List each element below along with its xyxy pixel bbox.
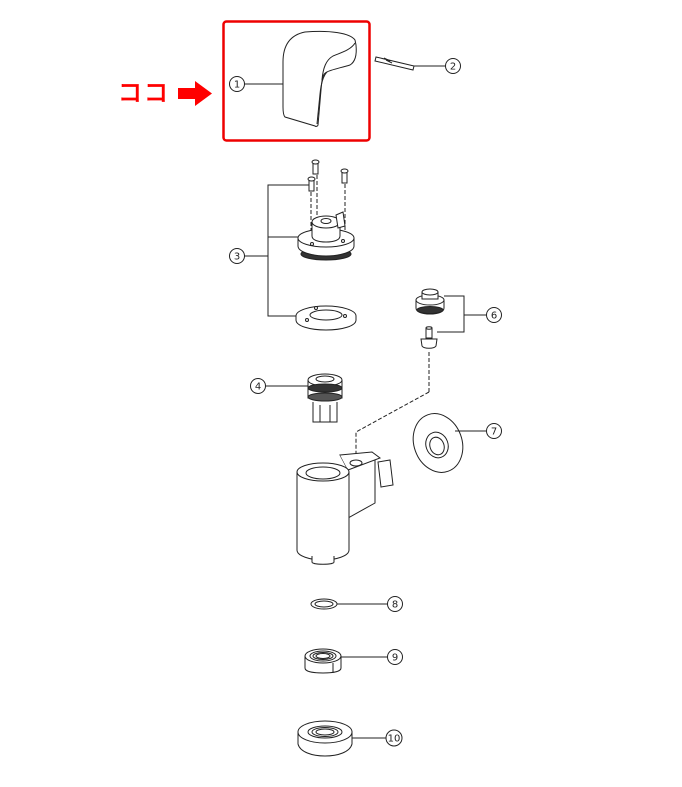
- callout-6: [437, 295, 502, 333]
- part-3-assembly[interactable]: [295, 159, 357, 331]
- part-7-escutcheon[interactable]: [405, 407, 471, 480]
- part-9-nut[interactable]: [304, 648, 342, 674]
- callout-9: 9: [341, 649, 403, 665]
- highlight-box: [222, 20, 371, 142]
- part-10-flange[interactable]: [297, 720, 353, 757]
- assembly-guide-line: [355, 391, 430, 458]
- svg-text:6: 6: [491, 311, 497, 322]
- part-5-body[interactable]: [296, 451, 394, 565]
- svg-text:7: 7: [491, 427, 497, 438]
- right-arrow-icon: [178, 81, 212, 106]
- part-6-plug[interactable]: [415, 288, 445, 392]
- svg-text:2: 2: [450, 62, 456, 73]
- svg-text:9: 9: [392, 653, 398, 664]
- callout-1: 1: [229, 76, 283, 92]
- callout-4: 4: [250, 378, 308, 394]
- callout-10: 10: [352, 729, 403, 747]
- part-1-handle[interactable]: [282, 30, 357, 127]
- svg-text:3: 3: [234, 252, 240, 263]
- svg-text:4: 4: [255, 382, 261, 393]
- callout-3: [229, 184, 309, 317]
- callout-7: 7: [455, 423, 502, 439]
- svg-text:1: 1: [234, 80, 240, 91]
- callout-2: 2: [414, 58, 461, 74]
- svg-text:10: 10: [388, 734, 401, 745]
- part-2-pin[interactable]: [374, 56, 415, 71]
- part-8-o-ring[interactable]: [310, 598, 338, 610]
- svg-text:8: 8: [392, 600, 398, 611]
- annotation-label: ココ: [118, 79, 170, 107]
- part-4-cartridge[interactable]: [307, 373, 343, 423]
- callout-8: 8: [337, 596, 403, 612]
